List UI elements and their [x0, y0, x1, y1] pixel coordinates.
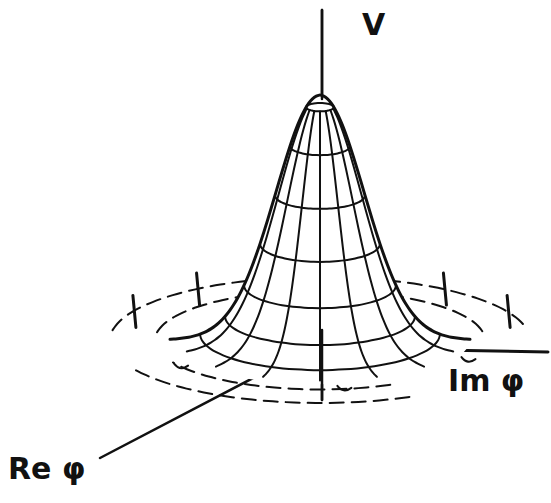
tick-mark	[197, 273, 200, 305]
tick-mark	[443, 273, 446, 305]
sketch-lines	[100, 10, 548, 458]
hill-meridian	[330, 110, 424, 367]
hill-meridian	[319, 111, 321, 380]
axis-label: Im φ	[448, 364, 524, 397]
ground-mark	[461, 357, 475, 362]
tick-mark	[133, 295, 136, 327]
hill-meridian	[263, 111, 314, 377]
axis-label: Re φ	[8, 452, 85, 485]
ground-mark	[174, 364, 188, 369]
hill-meridian	[333, 108, 453, 351]
hill-meridian	[216, 110, 310, 367]
ground-mark	[337, 386, 351, 391]
hill-fill	[170, 95, 470, 384]
hill-meridian	[326, 111, 377, 377]
axis-label: V	[362, 8, 385, 41]
v-axis	[321, 10, 324, 99]
v-axis	[321, 330, 324, 400]
hill-meridian	[187, 108, 307, 351]
tick-mark	[507, 295, 510, 327]
